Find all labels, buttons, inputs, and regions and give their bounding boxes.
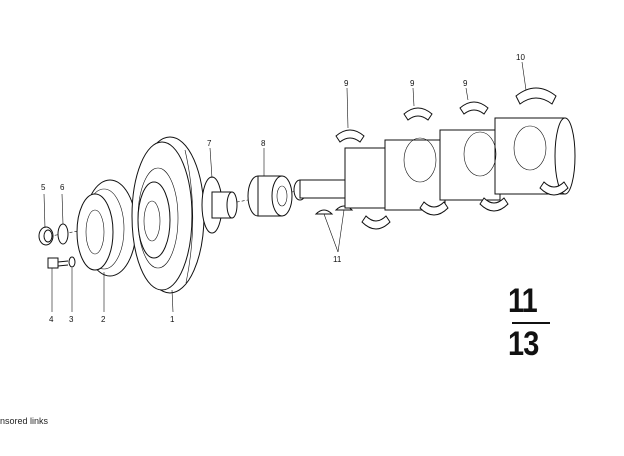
callout-1: 1 [170, 315, 175, 324]
callout-11: 11 [333, 255, 342, 264]
callout-8: 8 [261, 139, 266, 148]
diagram-code-divider [512, 322, 550, 324]
bearing-shell-part [335, 101, 569, 230]
sponsored-links-text[interactable]: nsored links [0, 416, 49, 426]
thrust-bearing-part [515, 87, 557, 105]
leader-lines [43, 61, 527, 313]
callout-9c: 9 [463, 79, 468, 88]
callout-5: 5 [41, 183, 46, 192]
washer-part [68, 256, 76, 268]
callout-6: 6 [60, 183, 65, 192]
bolt-part [47, 257, 69, 269]
callout-4: 4 [49, 315, 54, 324]
diagram-code-bottom: 13 [508, 325, 539, 363]
hub-part [201, 176, 238, 234]
sprocket-part [247, 175, 293, 217]
ring-part [57, 223, 69, 245]
crankshaft-part [293, 117, 576, 211]
callout-9b: 9 [410, 79, 415, 88]
diagram-code-top: 11 [508, 282, 538, 320]
callout-2: 2 [101, 315, 106, 324]
callout-7: 7 [207, 139, 212, 148]
pulley-part [76, 179, 137, 277]
callout-10: 10 [516, 53, 525, 62]
nut-part [38, 226, 54, 246]
callout-3: 3 [69, 315, 74, 324]
callout-9a: 9 [344, 79, 349, 88]
vibration-damper-part [131, 136, 205, 294]
